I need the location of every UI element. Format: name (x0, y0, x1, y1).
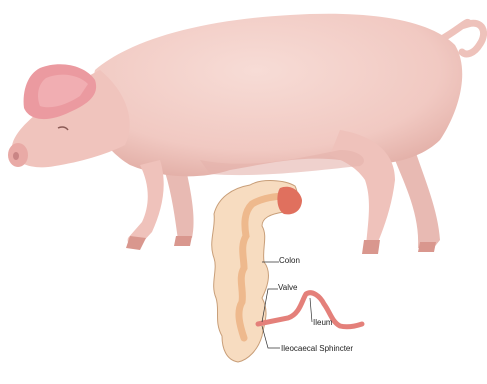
pig-near-front-leg (128, 160, 164, 246)
colon-label: Colon (279, 256, 300, 266)
caecum (277, 187, 302, 215)
pig-far-hind-hoof (418, 242, 436, 252)
ileocaecal-sphincter-label: Ileocaecal Sphincter (281, 344, 353, 354)
ileum-label: Ileum (313, 318, 333, 328)
pig-far-front-hoof (174, 236, 192, 246)
pig-far-hind-leg (395, 150, 440, 250)
pig-nostril (13, 152, 19, 160)
pig-hind-hoof (362, 240, 380, 254)
ileum (258, 293, 362, 327)
pig-body (88, 14, 462, 177)
sphincter-leader (262, 326, 280, 348)
ileum-leader (310, 298, 312, 322)
intestine-diagram (212, 181, 362, 362)
valve-label: Valve (278, 283, 297, 293)
